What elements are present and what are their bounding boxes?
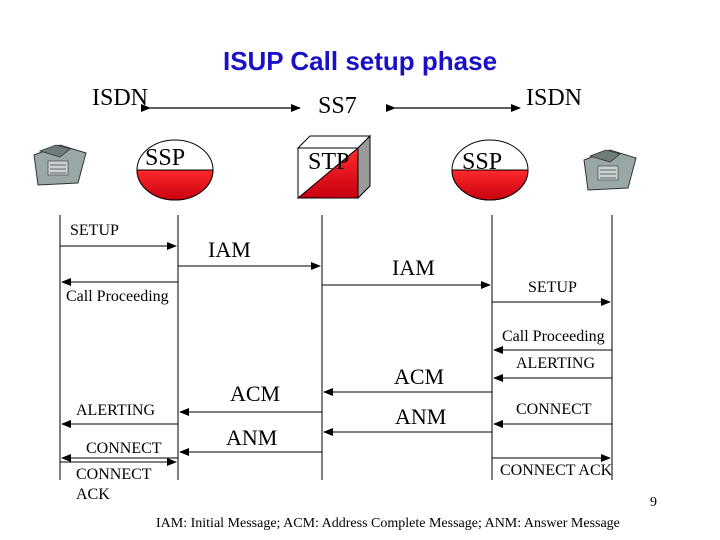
msg-acm-2: ACM bbox=[394, 364, 445, 389]
msg-alerting-right: ALERTING bbox=[516, 355, 596, 372]
telephone-icon bbox=[33, 144, 87, 186]
telephone-icon bbox=[583, 149, 637, 191]
msg-connect-ack-right: CONNECT ACK bbox=[500, 462, 613, 479]
slide-title: ISUP Call setup phase bbox=[222, 46, 498, 76]
label-stp: STP bbox=[308, 149, 350, 175]
ssp-node-icon bbox=[136, 139, 214, 201]
msg-connect-ack-left-line1: CONNECT bbox=[76, 466, 152, 483]
label-ssp-left: SSP bbox=[145, 145, 186, 171]
label-isdn-right: ISDN bbox=[526, 85, 583, 111]
msg-connect-left: CONNECT bbox=[86, 440, 162, 457]
msg-call-proceeding-left: Call Proceeding bbox=[66, 288, 169, 305]
label-ss7: SS7 bbox=[318, 93, 357, 119]
msg-call-proceeding-right: Call Proceeding bbox=[502, 328, 605, 345]
msg-connect-ack-left-line2: ACK bbox=[76, 486, 110, 503]
msg-setup-left: SETUP bbox=[70, 222, 119, 239]
msg-alerting-left: ALERTING bbox=[76, 402, 156, 419]
ssp-node-icon bbox=[451, 139, 529, 201]
stp-node-icon bbox=[296, 134, 372, 200]
msg-setup-right: SETUP bbox=[528, 279, 577, 296]
msg-anm-2: ANM bbox=[395, 404, 447, 429]
label-isdn-left: ISDN bbox=[92, 85, 149, 111]
msg-anm-1: ANM bbox=[226, 425, 278, 450]
page-number: 9 bbox=[650, 495, 657, 510]
label-ssp-right: SSP bbox=[462, 149, 503, 175]
msg-connect-right: CONNECT bbox=[516, 401, 592, 418]
msg-iam-2: IAM bbox=[392, 255, 435, 280]
msg-iam-1: IAM bbox=[208, 237, 251, 262]
legend-note: IAM: Initial Message; ACM: Address Compl… bbox=[156, 516, 620, 531]
msg-acm-1: ACM bbox=[230, 381, 281, 406]
